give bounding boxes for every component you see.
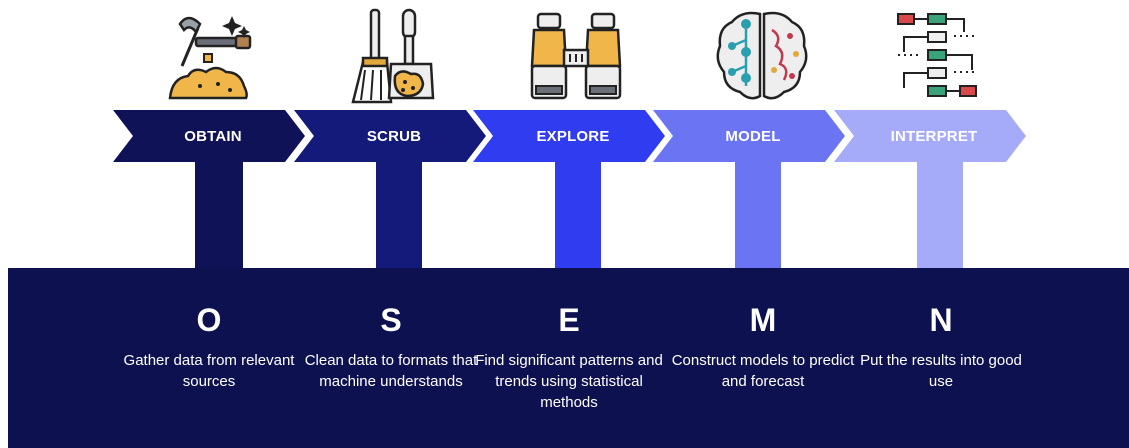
step-card-obtain: O Gather data from relevant sources <box>114 300 304 392</box>
broom-dustpan-icon <box>351 8 435 104</box>
step-letter: O <box>196 302 222 338</box>
step-description: Gather data from relevant sources <box>123 352 295 390</box>
explore-stem <box>555 160 601 270</box>
step-letter: E <box>558 302 580 338</box>
step-card-interpret: N Put the results into good use <box>846 300 1036 392</box>
step-banner-scrub: SCRUB <box>294 110 486 162</box>
binoculars-icon <box>530 12 622 100</box>
step-banner-obtain: OBTAIN <box>113 110 305 162</box>
model-stem <box>735 160 781 270</box>
step-letter: S <box>380 302 402 338</box>
step-banner-model: MODEL <box>653 110 845 162</box>
interpret-stem <box>917 160 963 270</box>
step-banner-explore: EXPLORE <box>473 110 665 162</box>
pickaxe-gold-icon <box>168 16 252 100</box>
step-card-model: M Construct models to predict and foreca… <box>668 300 858 392</box>
scrub-stem <box>376 160 422 270</box>
step-letter: M <box>749 302 777 338</box>
description-panel <box>8 268 1129 448</box>
brain-network-icon <box>716 11 808 100</box>
step-description: Construct models to predict and forecast <box>671 352 855 390</box>
step-description: Clean data to formats that machine under… <box>304 352 478 390</box>
step-banner-interpret: INTERPRET <box>834 110 1026 162</box>
step-label: EXPLORE <box>536 127 610 145</box>
step-card-explore: E Find significant patterns and trends u… <box>474 300 664 413</box>
obtain-stem <box>195 160 243 270</box>
flowchart-icon <box>897 13 977 97</box>
step-card-scrub: S Clean data to formats that machine und… <box>296 300 486 392</box>
step-description: Put the results into good use <box>860 352 1022 390</box>
step-label: MODEL <box>725 127 781 145</box>
step-label: SCRUB <box>366 127 422 145</box>
step-letter: N <box>929 302 953 338</box>
step-label: INTERPRET <box>890 127 978 145</box>
step-description: Find significant patterns and trends usi… <box>475 352 663 411</box>
step-label: OBTAIN <box>184 127 242 145</box>
